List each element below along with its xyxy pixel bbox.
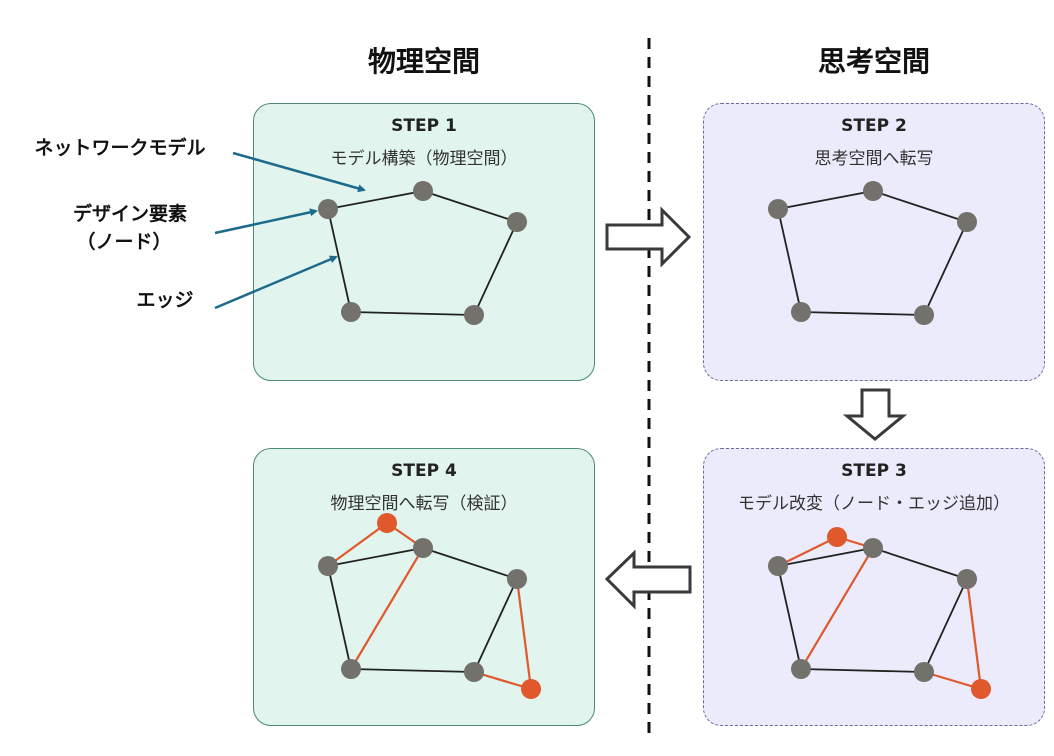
edge bbox=[473, 578, 518, 673]
node bbox=[791, 659, 811, 679]
edge bbox=[327, 190, 424, 210]
node bbox=[957, 212, 977, 232]
edge bbox=[350, 311, 475, 316]
step4-panel: STEP 4 物理空間へ転写（検証） bbox=[253, 448, 595, 726]
added-edge bbox=[777, 536, 838, 567]
edge bbox=[422, 547, 518, 580]
annotation-arrow-network-model bbox=[232, 151, 366, 193]
edge bbox=[777, 208, 802, 313]
node bbox=[791, 302, 811, 322]
edge bbox=[777, 565, 802, 670]
step3-subtitle: モデル改変（ノード・エッジ追加） bbox=[738, 494, 1010, 514]
flow-arrow-right-icon bbox=[605, 206, 692, 268]
edge bbox=[350, 668, 475, 673]
edge bbox=[872, 190, 968, 223]
added-node bbox=[827, 527, 847, 547]
added-node bbox=[521, 679, 541, 699]
node bbox=[318, 556, 338, 576]
node bbox=[914, 662, 934, 682]
edge bbox=[923, 221, 968, 316]
flow-arrow-down-icon bbox=[842, 388, 908, 441]
node bbox=[768, 556, 788, 576]
edge bbox=[327, 547, 424, 567]
node bbox=[914, 305, 934, 325]
step2-subtitle: 思考空間へ転写 bbox=[814, 149, 934, 169]
node bbox=[464, 305, 484, 325]
added-node bbox=[377, 513, 397, 533]
node bbox=[507, 212, 527, 232]
node bbox=[318, 199, 338, 219]
added-edge bbox=[800, 547, 874, 670]
step1-panel: STEP 1 モデル構築（物理空間） bbox=[253, 103, 595, 381]
node bbox=[768, 199, 788, 219]
added-edge bbox=[327, 522, 388, 567]
step3-graph bbox=[768, 527, 991, 699]
annotation-arrow-node bbox=[214, 208, 318, 235]
node bbox=[464, 662, 484, 682]
added-node bbox=[971, 679, 991, 699]
step3-label: STEP 3 bbox=[841, 461, 907, 481]
edge bbox=[777, 547, 874, 567]
node bbox=[413, 538, 433, 558]
annotation-edge: エッジ bbox=[136, 289, 194, 311]
step2-graph bbox=[768, 181, 977, 325]
annotation-design-element-line2: （ノード） bbox=[76, 231, 172, 253]
edge bbox=[872, 547, 968, 580]
annotation-network-model: ネットワークモデル bbox=[34, 137, 206, 159]
edge bbox=[473, 221, 518, 316]
added-edge bbox=[350, 547, 424, 670]
node bbox=[863, 181, 883, 201]
node bbox=[957, 569, 977, 589]
node bbox=[863, 538, 883, 558]
step3-panel: STEP 3 モデル改変（ノード・エッジ追加） bbox=[703, 448, 1045, 726]
edge bbox=[923, 578, 968, 673]
annotation-design-element-line1: デザイン要素 bbox=[72, 203, 187, 225]
flow-arrow-left-icon bbox=[604, 549, 692, 610]
node bbox=[413, 181, 433, 201]
step1-subtitle: モデル構築（物理空間） bbox=[330, 149, 518, 169]
step2-label: STEP 2 bbox=[841, 116, 907, 136]
step4-label: STEP 4 bbox=[391, 461, 457, 481]
node bbox=[341, 659, 361, 679]
edge bbox=[327, 565, 352, 670]
annotation-design-element: デザイン要素 （ノード） bbox=[50, 200, 210, 256]
added-edge bbox=[965, 578, 983, 690]
node bbox=[341, 302, 361, 322]
step4-subtitle: 物理空間へ転写（検証） bbox=[330, 494, 518, 514]
step1-label: STEP 1 bbox=[391, 116, 457, 136]
node bbox=[507, 569, 527, 589]
edge bbox=[777, 190, 874, 210]
added-edge bbox=[515, 578, 533, 690]
edge bbox=[800, 311, 925, 316]
edge bbox=[422, 190, 518, 223]
step4-graph bbox=[318, 513, 541, 699]
step1-graph bbox=[318, 181, 527, 325]
physical-space-title: 物理空間 bbox=[367, 45, 480, 78]
step2-panel: STEP 2 思考空間へ転写 bbox=[703, 103, 1045, 381]
annotation-arrow-edge bbox=[214, 255, 338, 310]
edge bbox=[800, 668, 925, 673]
edge bbox=[327, 208, 352, 313]
thought-space-title: 思考空間 bbox=[817, 45, 930, 78]
